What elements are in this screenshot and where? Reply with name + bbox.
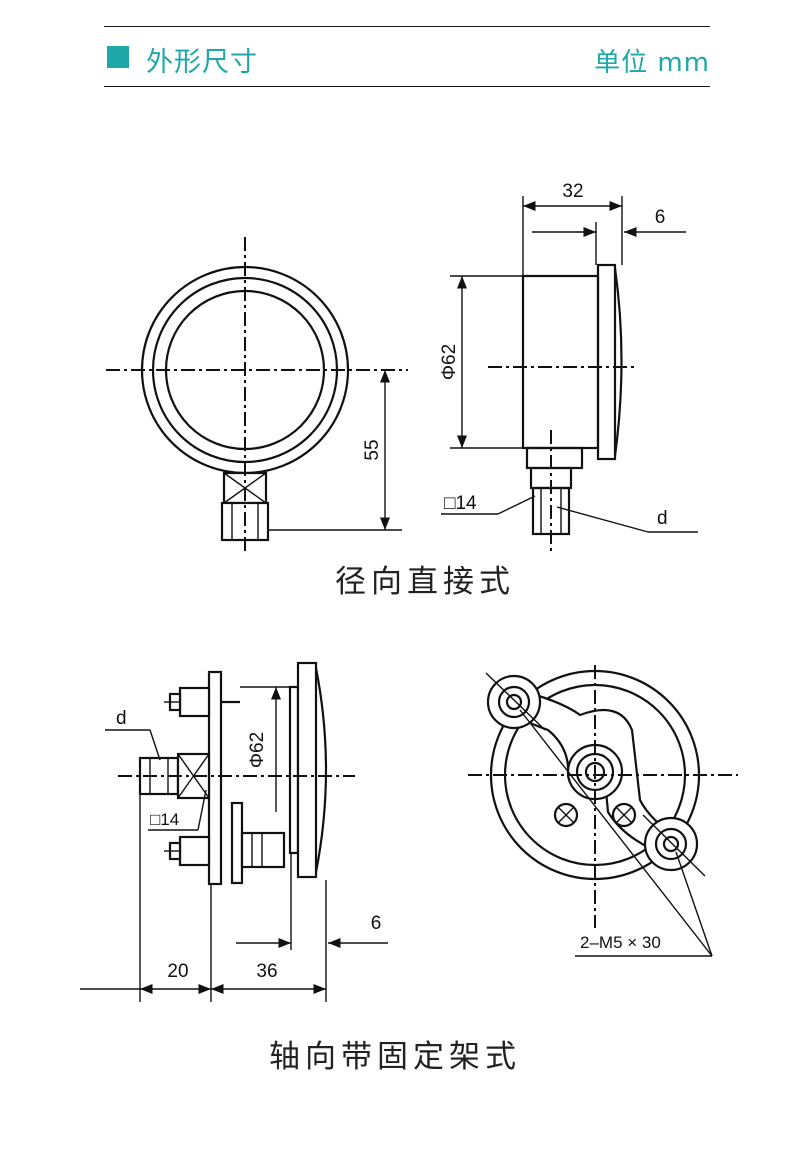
unit-label: 单位 mm [594,48,710,78]
axial-side-view [80,661,388,1002]
axial-dim-20-label: 20 [167,961,188,982]
header-bottom-rule [104,86,710,87]
dim-phi62-label: Φ62 [439,344,460,380]
axial-dim-36-label: 36 [256,961,277,982]
axial-dim-square14-label: □14 [150,810,179,829]
radial-caption: 径向直接式 [335,564,515,600]
dim-6-label: 6 [655,207,666,228]
dim-32-label: 32 [562,181,583,202]
axial-dim-d-label: d [116,708,127,729]
header-square-icon [107,46,129,68]
dim-square14-label: □14 [444,493,477,514]
radial-front-view [106,237,408,555]
axial-dim-phi62-label: Φ62 [247,732,268,768]
radial-side-view [441,196,698,553]
page-title: 外形尺寸 [146,47,258,78]
dim-55-label: 55 [362,439,383,460]
dim-screws-label: 2–M5 × 30 [580,933,661,952]
axial-caption: 轴向带固定架式 [269,1039,521,1075]
dim-d-label: d [657,508,668,529]
header-top-rule [104,26,710,27]
axial-rear-view [468,665,738,957]
axial-dim-6-label: 6 [371,913,382,934]
